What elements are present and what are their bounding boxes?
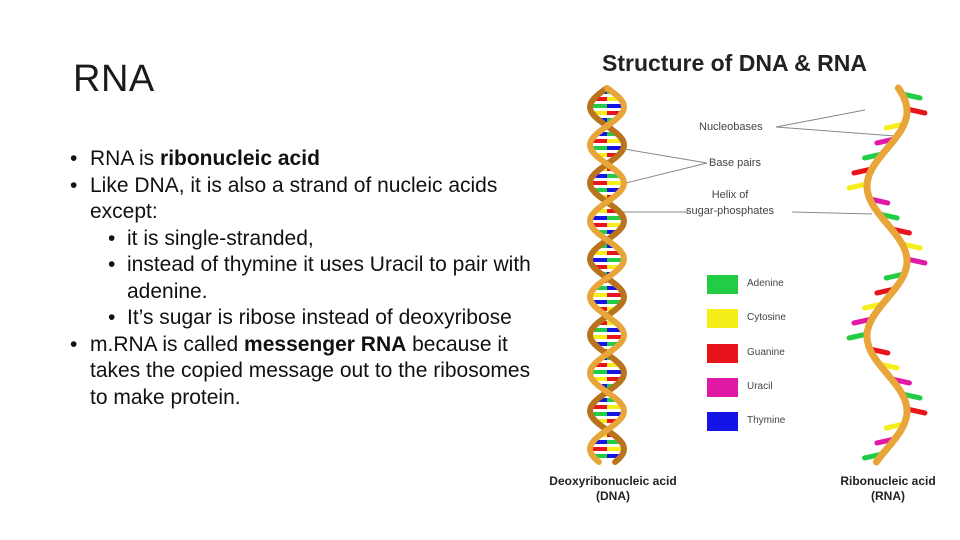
figure-title: Structure of DNA & RNA — [602, 50, 867, 76]
callout-base-pairs: Base pairs — [709, 157, 761, 169]
dna-backbone-strand — [587, 85, 627, 465]
pointer-line — [775, 126, 896, 137]
bullet-marker: • — [108, 306, 116, 329]
bullet-marker: • — [70, 332, 78, 356]
legend-swatch — [707, 275, 738, 294]
rna-backbone-strand — [863, 84, 911, 466]
dna-double-helix — [587, 85, 627, 465]
slide-title: RNA — [73, 58, 155, 100]
callout-helix: Helix of sugar-phosphates — [686, 189, 775, 217]
sub-bullet-item: • it is single-stranded, — [70, 226, 540, 253]
rna-caption: Ribonucleic acid (RNA) — [840, 474, 936, 503]
legend-swatch — [707, 378, 738, 397]
dna-backbone-strand — [587, 85, 627, 465]
sub-bullet-item: • It’s sugar is ribose instead of deoxyr… — [70, 305, 540, 332]
legend-swatch — [707, 344, 738, 363]
callout-nucleobases: Nucleobases — [699, 121, 763, 133]
legend-swatch — [707, 412, 738, 431]
bullet-list: • RNA is ribonucleic acid • Like DNA, it… — [70, 146, 540, 411]
bullet-item: • m.RNA is called messenger RNA because … — [70, 332, 531, 409]
bullet-marker: • — [108, 226, 116, 250]
sub-bullet-item: • instead of thymine it uses Uracil to p… — [108, 253, 531, 303]
pointer-line — [775, 109, 866, 128]
bullet-item: • Like DNA, it is also a strand of nucle… — [70, 173, 498, 224]
rna-single-helix — [846, 84, 928, 466]
bullet-item: • RNA is ribonucleic acid — [70, 146, 540, 173]
pointer-line — [617, 147, 708, 164]
bullet-marker: • — [70, 147, 78, 170]
pointer-line — [621, 162, 708, 185]
bullet-marker: • — [108, 253, 116, 276]
callout-pointer-lines — [617, 109, 896, 215]
legend-swatch — [707, 309, 738, 328]
bullet-marker: • — [70, 173, 78, 197]
pointer-line — [791, 211, 873, 215]
dna-caption: Deoxyribonucleic acid (DNA) — [549, 474, 677, 503]
